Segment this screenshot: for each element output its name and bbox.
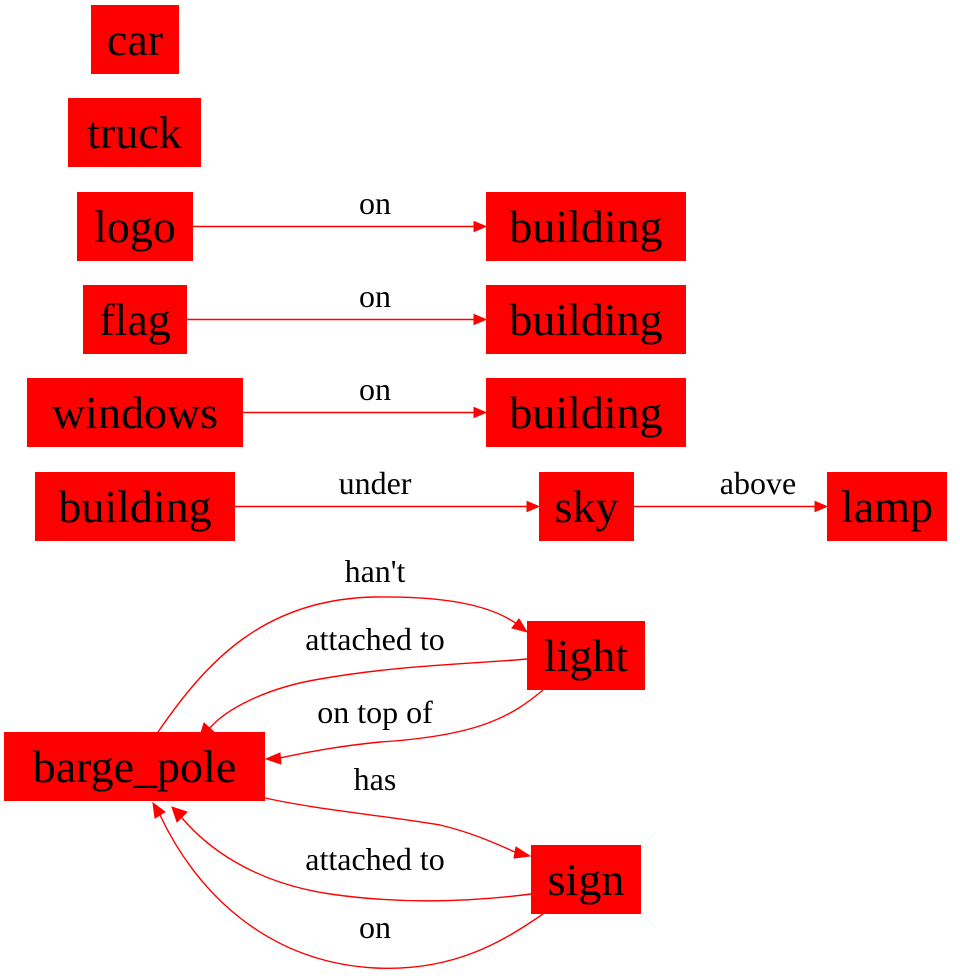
node-label: light xyxy=(544,630,629,681)
node-label: truck xyxy=(87,107,182,158)
node-label: barge_pole xyxy=(33,741,237,792)
edge-label: han't xyxy=(345,553,406,589)
node-label: windows xyxy=(52,387,218,438)
edge-label: on top of xyxy=(317,694,433,730)
node-label: sign xyxy=(548,854,625,905)
node-logo[interactable]: logo xyxy=(77,192,193,261)
node-building-d[interactable]: building xyxy=(35,472,235,541)
node-label: building xyxy=(509,201,662,252)
edge-flag-on-building[interactable]: on xyxy=(187,278,488,326)
edge-label: above xyxy=(720,465,796,501)
node-flag[interactable]: flag xyxy=(83,285,187,354)
edge-label: has xyxy=(354,761,397,797)
node-truck[interactable]: truck xyxy=(68,98,201,167)
edge-label: on xyxy=(359,278,391,314)
edge-windows-on-building: on xyxy=(243,371,488,419)
edge-pole-has-sign: has xyxy=(264,761,532,859)
node-building-c[interactable]: building xyxy=(486,378,686,447)
node-barge-pole[interactable]: barge_pole xyxy=(4,732,265,801)
edge-pole-hant-light: han't xyxy=(157,553,529,733)
edge-building-under-sky: under xyxy=(235,465,541,513)
node-label: flag xyxy=(99,294,171,345)
edge-light-attached-pole: attached to xyxy=(199,621,528,737)
node-sky[interactable]: sky xyxy=(539,472,634,541)
node-windows[interactable]: windows xyxy=(27,378,243,447)
edge-label: attached to xyxy=(305,841,444,877)
edge-label: on xyxy=(359,371,391,407)
edge-light-ontop-pole: on top of xyxy=(264,689,544,765)
edge-sign-attached-pole: attached to xyxy=(171,806,532,902)
node-label: building xyxy=(509,294,662,345)
node-sign[interactable]: sign xyxy=(531,845,641,914)
edge-sky-above-lamp: above xyxy=(634,465,829,513)
node-building-a[interactable]: building xyxy=(486,192,686,261)
node-label: building xyxy=(509,387,662,438)
node-label: sky xyxy=(555,481,619,532)
edge-sign-on-pole: on xyxy=(152,801,544,970)
edge-label: attached to xyxy=(305,621,444,657)
node-label: lamp xyxy=(841,481,933,532)
node-label: building xyxy=(58,481,211,532)
node-label: logo xyxy=(94,201,176,252)
node-building-b[interactable]: building xyxy=(486,285,686,354)
node-light[interactable]: light xyxy=(527,621,645,690)
edge-logo-on-building: on xyxy=(193,185,488,233)
node-lamp[interactable]: lamp xyxy=(827,472,947,541)
edge-label: on xyxy=(359,185,391,221)
edge-label: under xyxy=(339,465,412,501)
node-car[interactable]: car xyxy=(91,5,179,74)
edge-label: on xyxy=(359,909,391,945)
node-label: car xyxy=(107,14,163,65)
